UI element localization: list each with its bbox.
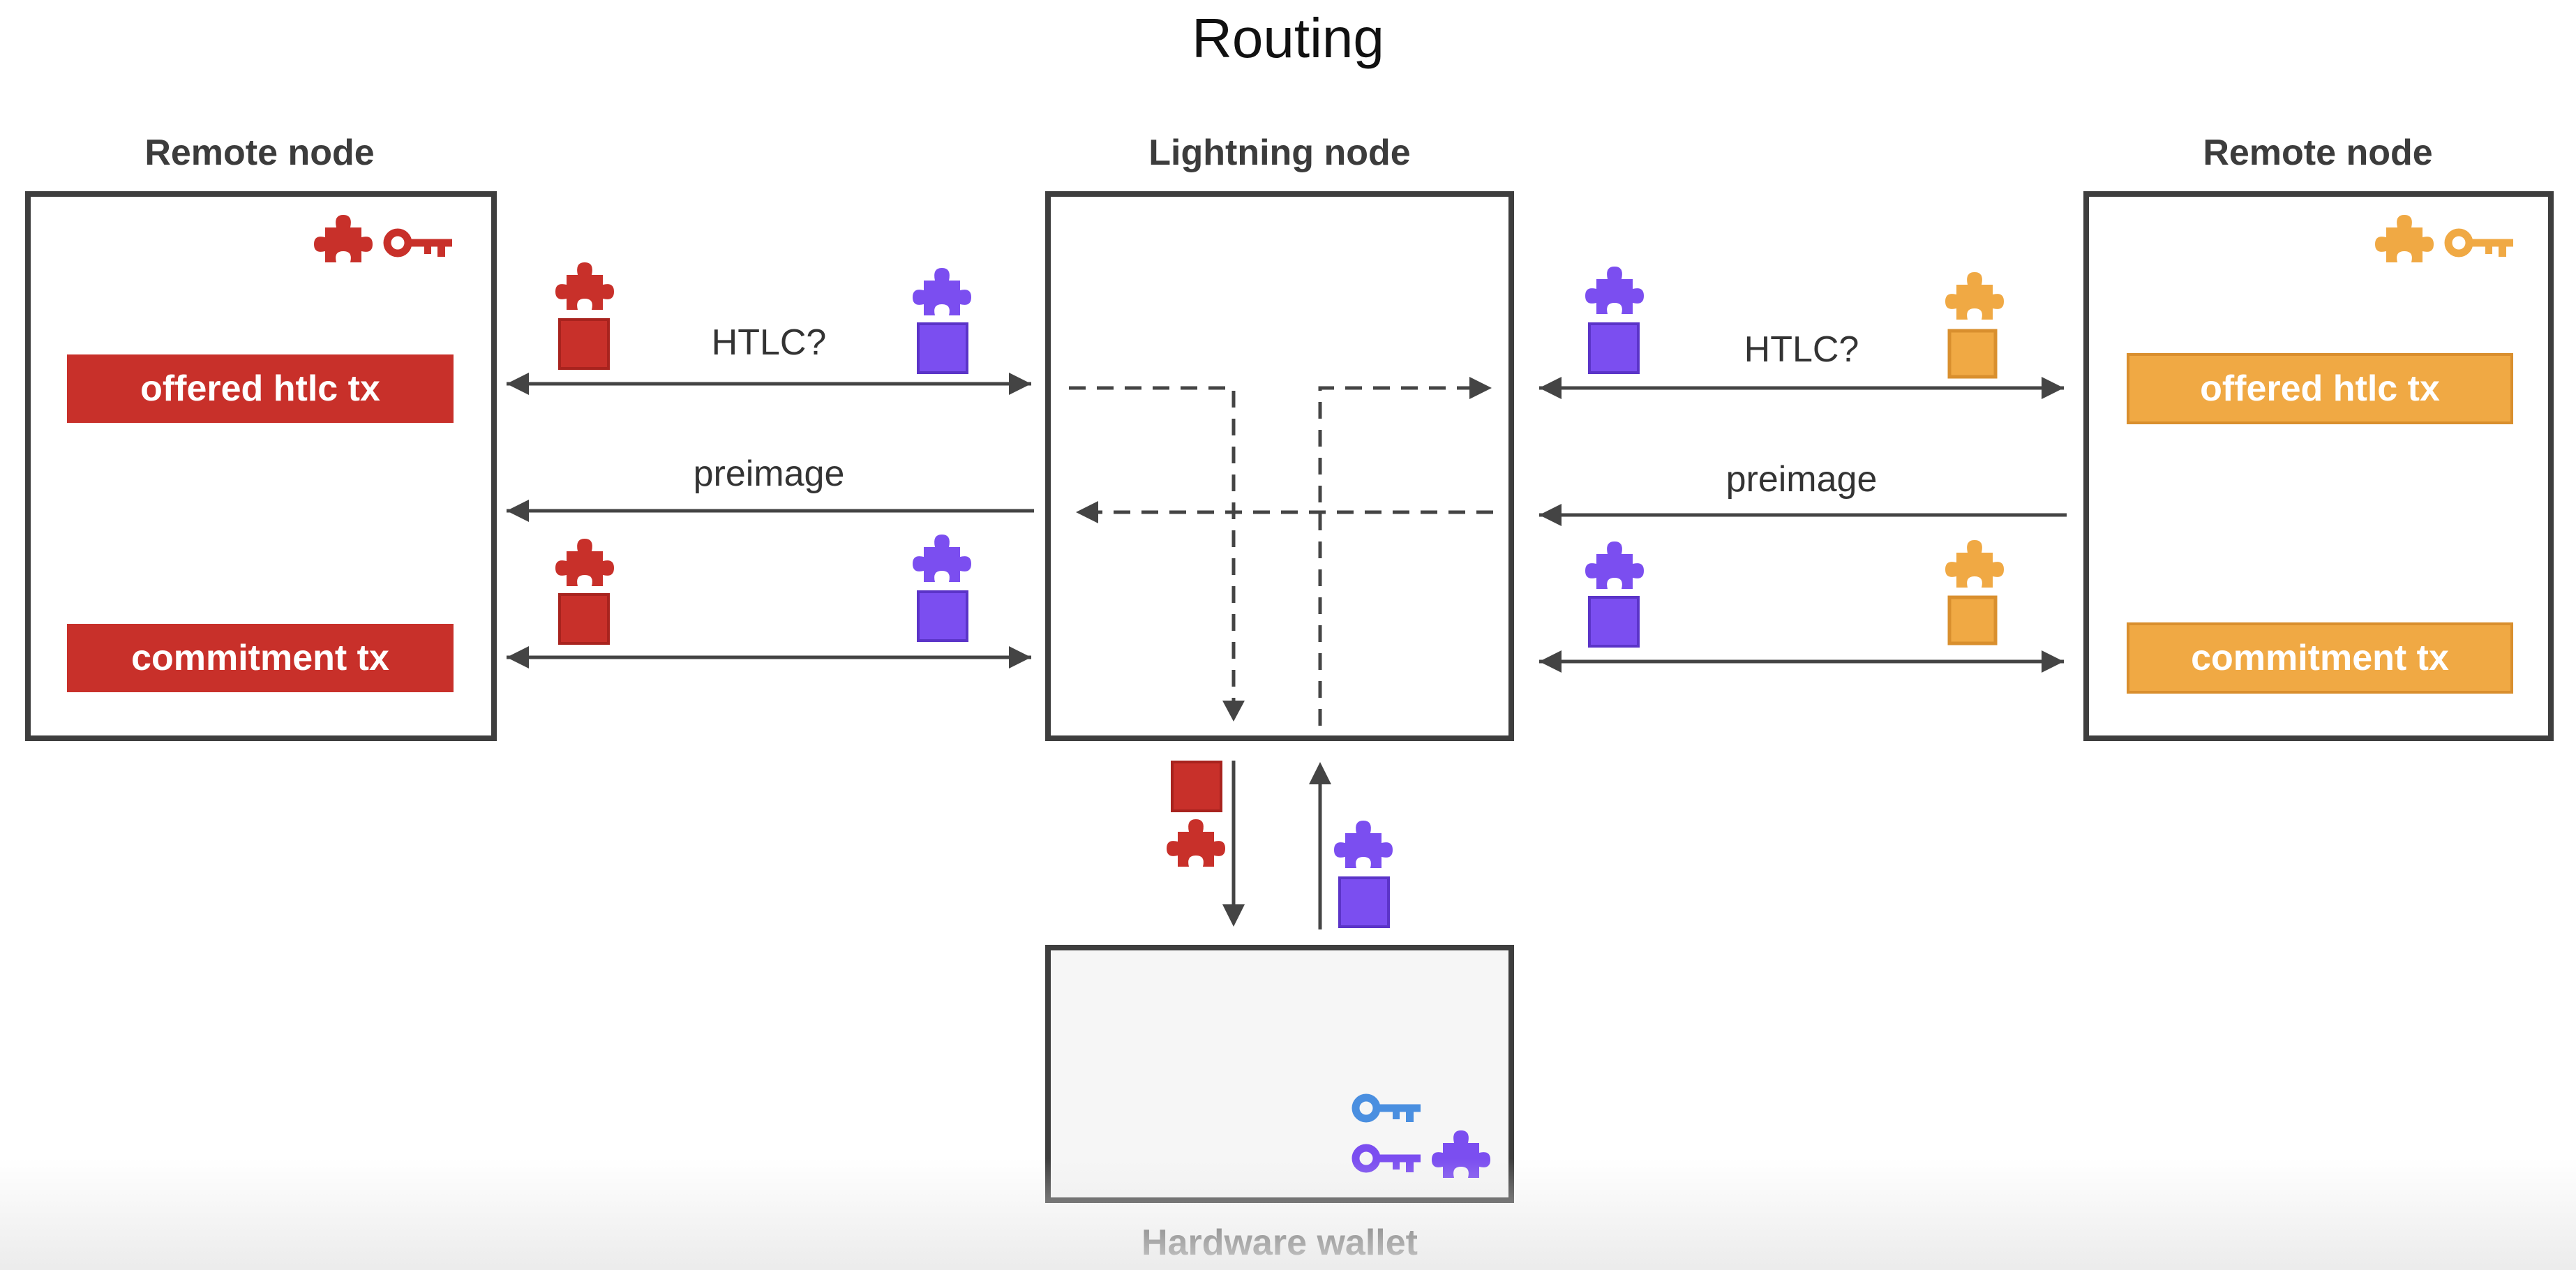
left-commitment-arrowhead-left <box>507 646 529 668</box>
right-offered-htlc-tx <box>2127 353 2513 424</box>
right-commit-purple-puzzle-icon <box>1585 541 1644 589</box>
wallet-response-purple-puzzle-icon <box>1334 821 1393 868</box>
left-remote-node-label: Remote node <box>144 133 374 173</box>
right-commitment-arrowhead-right <box>2042 650 2064 673</box>
page-title: Routing <box>1192 7 1384 69</box>
left-htlc-purple-puzzle-icon <box>913 268 971 315</box>
right-htlc-label: HTLC? <box>1744 329 1859 370</box>
right-commit-orange-square-icon <box>1947 595 1998 645</box>
left-commit-red-square-icon <box>558 593 610 645</box>
to-wallet-arrowhead <box>1222 904 1245 927</box>
left-htlc-red-square-icon <box>558 318 610 370</box>
lightning-node-label: Lightning node <box>1148 133 1410 173</box>
right-remote-node-label: Remote node <box>2203 133 2432 173</box>
internal-dashed-routing <box>1069 386 1493 726</box>
from-wallet-arrowhead <box>1309 762 1331 784</box>
right-htlc-purple-square-icon <box>1588 322 1640 374</box>
left-htlc-arrowhead-right <box>1009 373 1031 395</box>
left-commit-purple-puzzle-icon <box>913 535 971 582</box>
dashed-htlc-out-arrowhead <box>1469 377 1492 399</box>
left-commit-purple-square-icon <box>917 590 968 642</box>
dashed-preimage-arrowhead <box>1076 501 1098 523</box>
right-commit-orange-puzzle-icon <box>1945 540 2004 588</box>
right-htlc-arrowhead-right <box>2042 377 2064 399</box>
wallet-response-purple-square-icon <box>1338 876 1390 928</box>
left-commitment-tx-label: commitment tx <box>131 638 389 678</box>
left-preimage-label: preimage <box>694 454 845 494</box>
right-preimage-arrowhead <box>1539 504 1562 526</box>
right-commitment-arrowhead-left <box>1539 650 1562 673</box>
left-offered-htlc-tx-label: offered htlc tx <box>140 368 380 409</box>
lightning-node-box <box>1045 191 1514 741</box>
left-offered-htlc-tx <box>67 354 454 423</box>
dashed-down-arrowhead <box>1222 701 1245 722</box>
right-htlc-arrowhead-left <box>1539 377 1562 399</box>
left-commit-red-puzzle-icon <box>555 539 614 586</box>
dashed-htlc-down-path <box>1069 386 1236 705</box>
right-commitment-tx-label: commitment tx <box>2191 638 2449 678</box>
left-htlc-label: HTLC? <box>712 322 827 363</box>
right-offered-htlc-tx-label: offered htlc tx <box>2200 368 2440 409</box>
left-htlc-purple-square-icon <box>917 322 968 374</box>
right-preimage-label: preimage <box>1726 459 1878 500</box>
left-preimage-arrowhead <box>507 500 529 522</box>
dashed-htlc-out-path <box>1318 386 1472 726</box>
wallet-request-red-square-icon <box>1171 761 1222 812</box>
left-commitment-arrowhead-right <box>1009 646 1031 668</box>
wallet-request-red-puzzle-icon <box>1167 819 1225 867</box>
left-htlc-red-puzzle-icon <box>555 262 614 310</box>
left-commitment-tx <box>67 624 454 692</box>
right-htlc-purple-puzzle-icon <box>1585 267 1644 314</box>
right-htlc-orange-puzzle-icon <box>1945 272 2004 320</box>
hardware-wallet-label: Hardware wallet <box>1141 1223 1418 1263</box>
right-commit-purple-square-icon <box>1588 596 1640 648</box>
right-commitment-tx <box>2127 622 2513 694</box>
left-htlc-arrowhead-left <box>507 373 529 395</box>
right-htlc-orange-square-icon <box>1947 329 1998 379</box>
